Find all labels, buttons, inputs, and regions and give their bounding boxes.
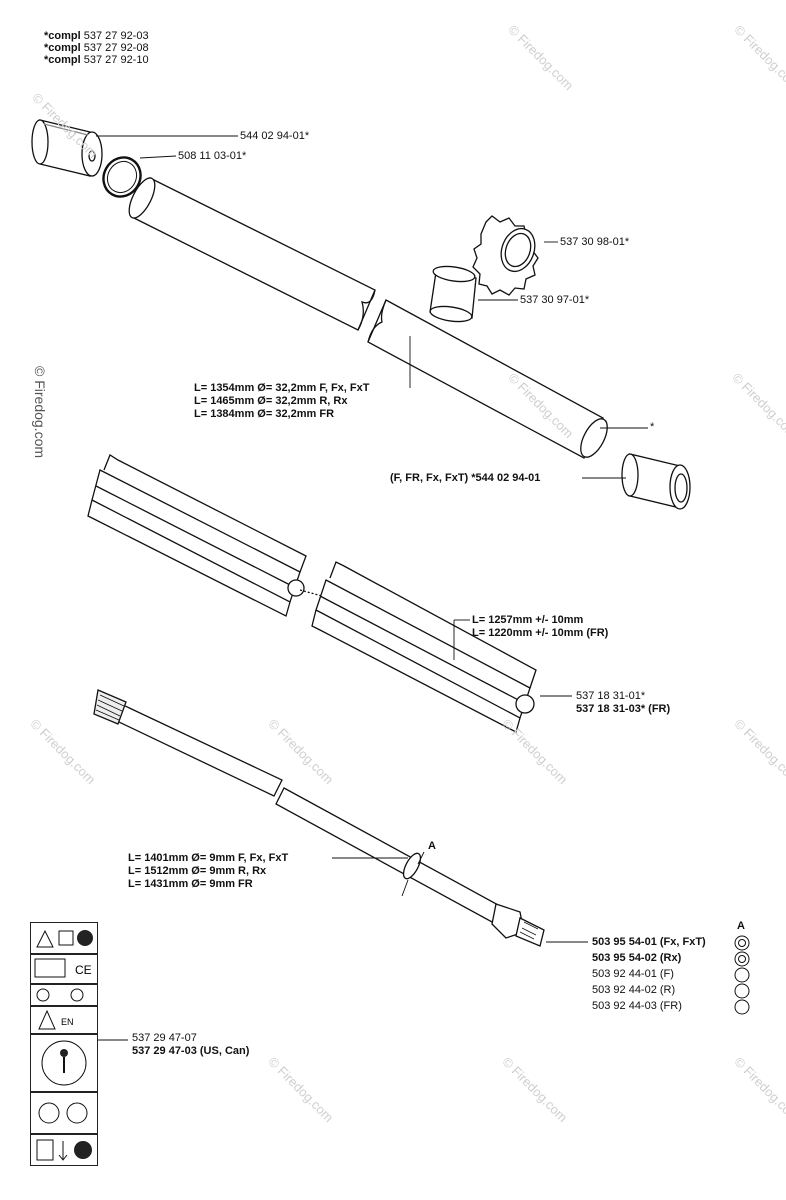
drive-shaft-upper [93,689,283,797]
end-cap-top [31,119,103,177]
shaft-length-3: L= 1431mm Ø= 9mm FR [128,878,253,890]
column-header-a: A [737,920,745,932]
callout-end-cap: 544 02 94-01* [240,130,310,142]
shaft-part-3: 503 92 44-01 (F) [592,968,674,980]
shaft-length-1: L= 1401mm Ø= 9mm F, Fx, FxT [128,852,289,864]
a-column-symbols [734,935,750,1015]
drive-tube-lower [367,299,608,459]
compl-line-2: *compl 537 27 92-08 [44,42,149,54]
shaft-part-4: 503 92 44-02 (R) [592,984,676,996]
callout-end-cap-bottom: (F, FR, Fx, FxT) *544 02 94-01 [390,472,541,484]
compl-line-3: *compl 537 27 92-10 [44,54,149,66]
callout-nut: 537 30 98-01* [560,236,630,248]
liner-length-2: L= 1220mm +/- 10mm (FR) [472,627,609,639]
tube-length-1: L= 1354mm Ø= 32,2mm F, Fx, FxT [194,382,370,394]
liner-length-1: L= 1257mm +/- 10mm [472,614,584,626]
watermark-vertical: © Firedog.com [32,366,48,459]
liner-part-2: 537 18 31-03* (FR) [576,703,671,715]
shaft-marker-a: A [428,840,436,852]
shaft-part-5: 503 92 44-03 (FR) [592,1000,682,1012]
safety-gear-decal-icon [30,1092,98,1134]
shaft-length-2: L= 1512mm Ø= 9mm R, Rx [128,865,267,877]
manual-decal-icon [30,1134,98,1166]
liner-lower [299,561,537,733]
callout-sleeve: 537 30 97-01* [520,294,590,306]
drive-shaft-lower [275,787,545,947]
liner-upper [87,454,307,617]
svg-text:CE: CE [75,963,92,977]
ce-decal-icon: CE [30,954,98,984]
tube-length-3: L= 1384mm Ø= 32,2mm FR [194,408,335,420]
liner-part-1: 537 18 31-01* [576,690,646,702]
approval-decal-icon [30,984,98,1006]
svg-text:EN: EN [61,1017,74,1027]
callout-tube-star: * [650,421,655,433]
drive-tube-upper [128,177,376,331]
shaft-part-2: 503 95 54-02 (Rx) [592,952,682,964]
shaft-part-1: 503 95 54-01 (Fx, FxT) [592,936,706,948]
decal-part-2: 537 29 47-03 (US, Can) [132,1045,250,1057]
tube-nut [472,215,539,296]
tube-length-2: L= 1465mm Ø= 32,2mm R, Rx [194,395,348,407]
tube-sleeve [429,265,477,323]
operator-decal-icon [30,1034,98,1092]
compl-line-1: *compl 537 27 92-03 [44,30,149,42]
callout-o-ring: 508 11 03-01* [178,150,247,162]
decal-part-1: 537 29 47-07 [132,1032,197,1044]
hazard-decal-icon: EN [30,1006,98,1034]
end-cap-bottom [621,453,691,510]
warning-decal-icon [30,922,98,954]
